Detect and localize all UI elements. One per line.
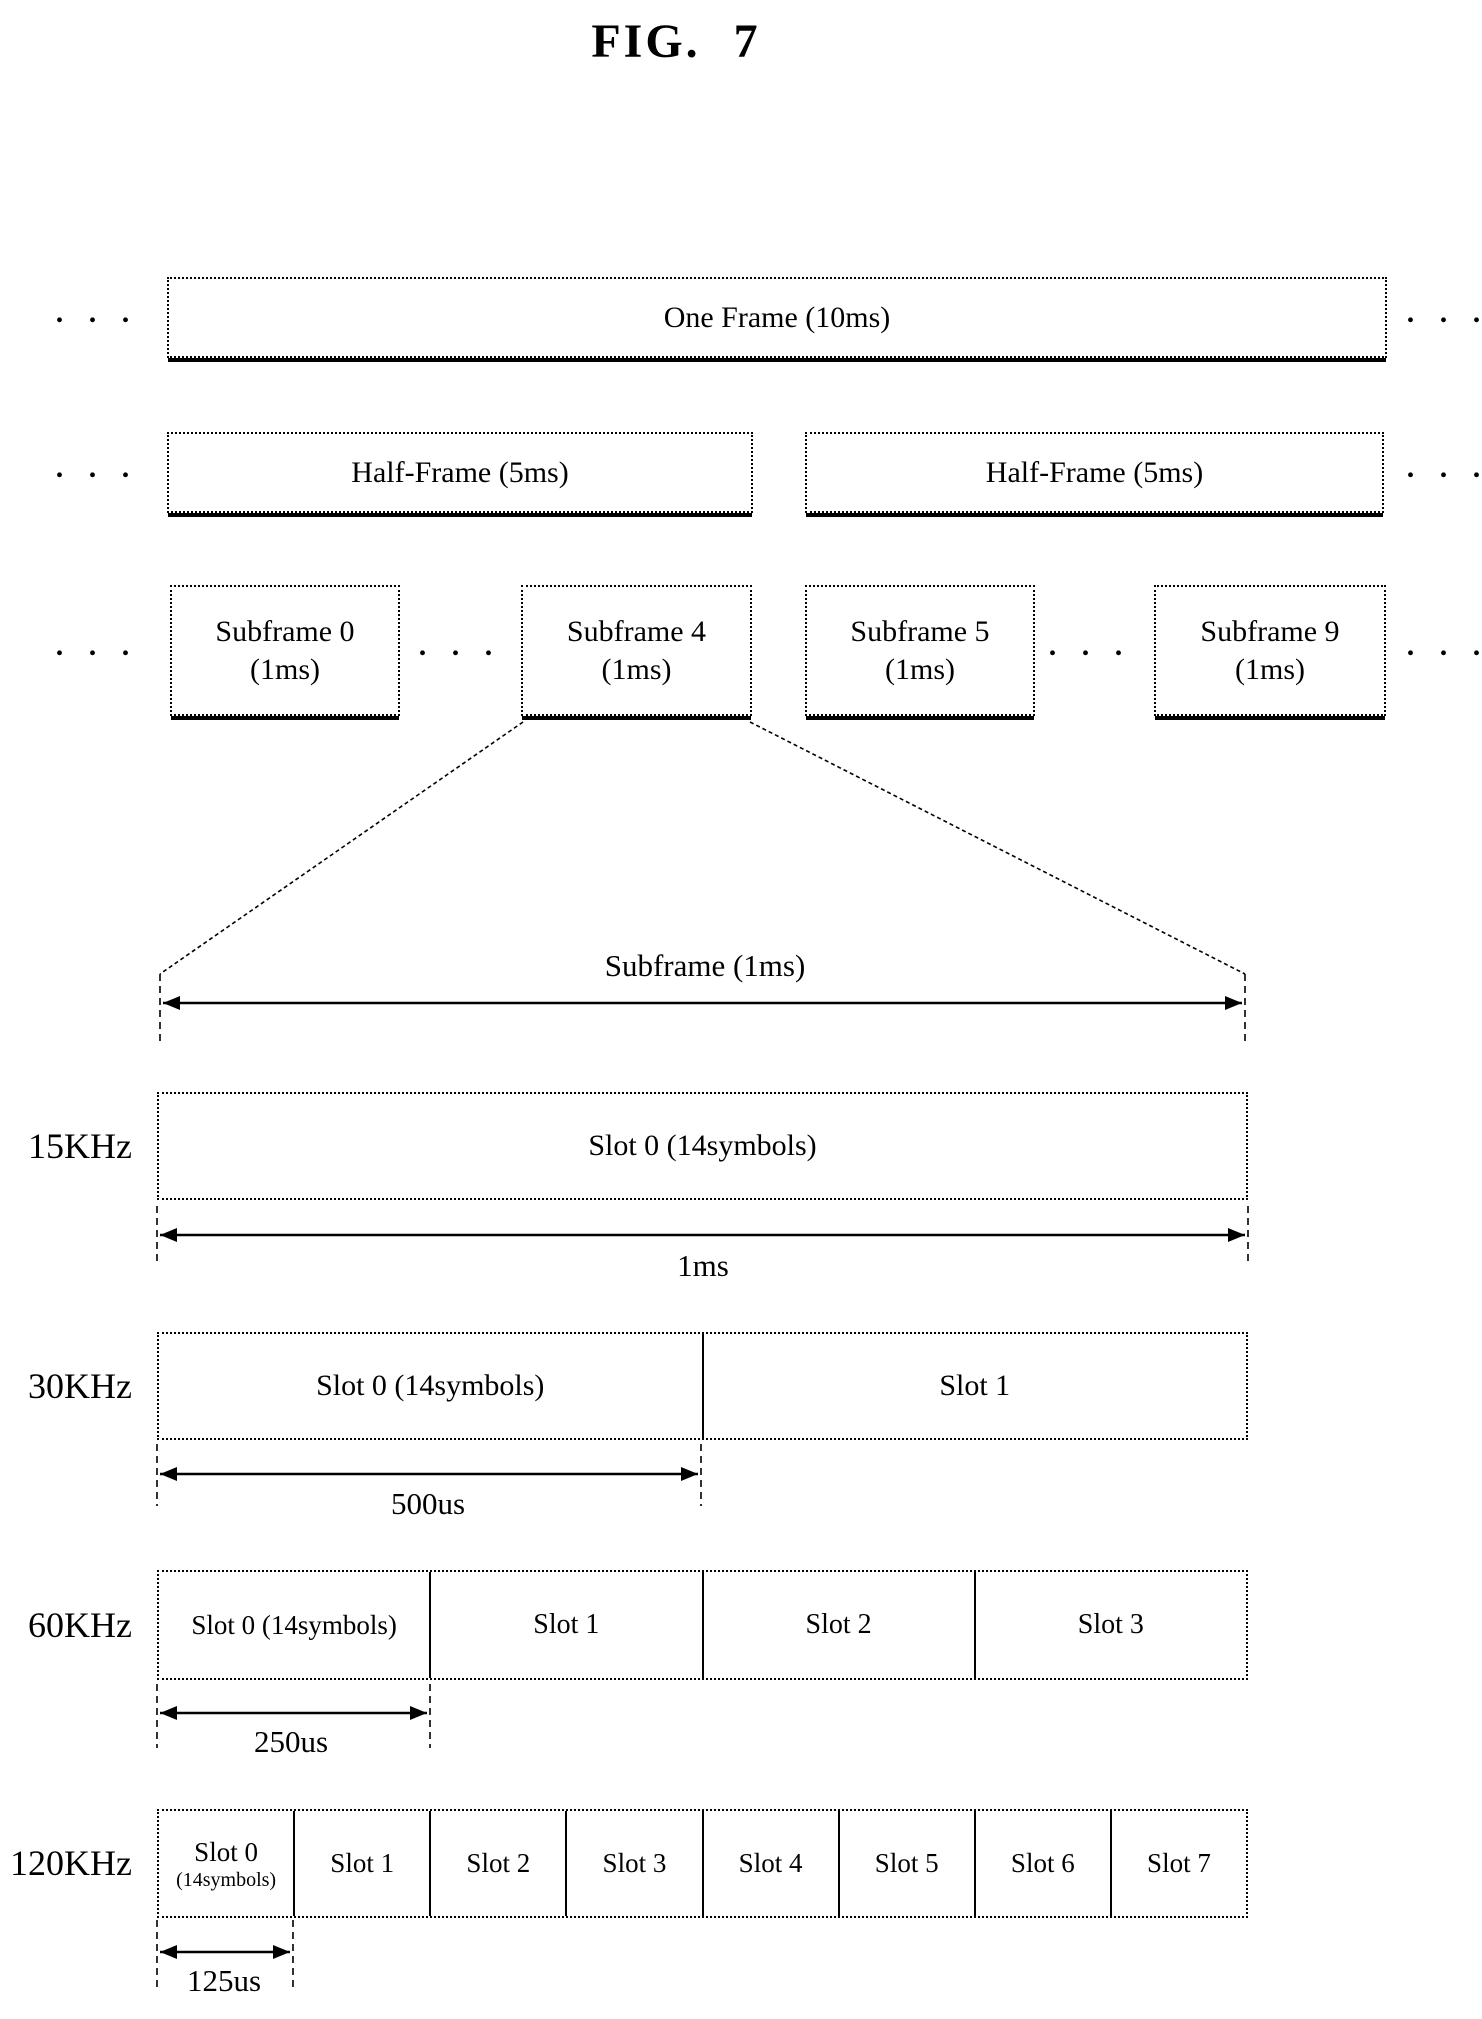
khz60-slot0-cell: Slot 0 (14symbols) [159, 1572, 429, 1678]
half-frame-0-label: Half-Frame (5ms) [351, 455, 569, 489]
duration-250us-label: 250us [253, 1724, 329, 1759]
subframe-0-name: Subframe 0 [215, 615, 355, 648]
khz120-slot2-label: Slot 2 [466, 1848, 531, 1879]
ellipsis-halfframe-left: . . . [55, 451, 139, 484]
subframe-5-box: Subframe 5 (1ms) [805, 585, 1035, 716]
khz120-slot1-cell: Slot 1 [293, 1811, 429, 1916]
khz30-slot1-cell: Slot 1 [701, 1334, 1247, 1438]
ellipsis-frame-left: . . . [55, 296, 139, 329]
khz120-slot6-label: Slot 6 [1010, 1848, 1075, 1879]
half-frame-0-box: Half-Frame (5ms) [167, 432, 753, 513]
khz120-slot5-label: Slot 5 [874, 1848, 939, 1879]
khz30-slot1-label: Slot 1 [939, 1369, 1011, 1402]
khz60-slot0-label: Slot 0 (14symbols) [191, 1609, 397, 1640]
khz60-slot2-label: Slot 2 [805, 1609, 872, 1641]
khz120-slot0-sublabel: (14symbols) [176, 1868, 277, 1891]
khz60-slot3-cell: Slot 3 [973, 1572, 1246, 1678]
one-frame-label: One Frame (10ms) [663, 300, 891, 334]
scs-30khz-label: 30KHz [28, 1366, 132, 1406]
khz120-slot3-cell: Slot 3 [565, 1811, 701, 1916]
figure-title: FIG. 7 [591, 15, 761, 68]
khz120-slot7-cell: Slot 7 [1109, 1811, 1246, 1916]
khz120-slot2-cell: Slot 2 [429, 1811, 565, 1916]
khz60-slot1-cell: Slot 1 [429, 1572, 701, 1678]
subframe-9-duration: (1ms) [1235, 652, 1305, 686]
khz15-slot0-cell: Slot 0 (14symbols) [159, 1094, 1246, 1198]
khz15-slot-row: Slot 0 (14symbols) [157, 1092, 1248, 1200]
khz120-slot3-label: Slot 3 [602, 1848, 667, 1879]
subframe-9-box: Subframe 9 (1ms) [1154, 585, 1386, 716]
khz120-slot1-label: Slot 1 [330, 1848, 395, 1879]
ellipsis-frame-right: . . . [1406, 296, 1482, 329]
khz120-slot6-cell: Slot 6 [973, 1811, 1110, 1916]
expansion-line-left [159, 721, 524, 975]
khz60-slot3-label: Slot 3 [1077, 1609, 1144, 1641]
ellipsis-halfframe-right: . . . [1406, 451, 1482, 484]
khz120-slot7-label: Slot 7 [1147, 1848, 1211, 1879]
scs-120khz-label: 120KHz [10, 1843, 132, 1883]
subframe-5-duration: (1ms) [885, 652, 955, 686]
ellipsis-subframe-mid-2: . . . [1048, 629, 1132, 662]
subframe-0-box: Subframe 0 (1ms) [170, 585, 400, 716]
half-frame-1-box: Half-Frame (5ms) [805, 432, 1384, 513]
khz120-slot5-cell: Slot 5 [837, 1811, 974, 1916]
khz120-slot0-cell: Slot 0 (14symbols) [159, 1811, 293, 1916]
duration-125us-label: 125us [186, 1963, 262, 1998]
subframe-4-name: Subframe 4 [566, 615, 707, 648]
khz60-slot2-cell: Slot 2 [701, 1572, 974, 1678]
expansion-line-right [749, 721, 1246, 975]
khz30-slot-row: Slot 0 (14symbols) Slot 1 [157, 1332, 1248, 1440]
khz30-slot0-label: Slot 0 (14symbols) [316, 1369, 545, 1402]
ellipsis-subframe-left: . . . [55, 629, 139, 662]
subframe-4-duration: (1ms) [601, 652, 672, 686]
ellipsis-subframe-mid-1: . . . [418, 629, 502, 662]
subframe-4-box: Subframe 4 (1ms) [521, 585, 752, 716]
subframe-0-duration: (1ms) [250, 652, 320, 686]
khz15-slot0-label: Slot 0 (14symbols) [588, 1129, 817, 1162]
khz60-slot-row: Slot 0 (14symbols) Slot 1 Slot 2 Slot 3 [157, 1570, 1248, 1680]
ellipsis-subframe-right: . . . [1406, 629, 1482, 662]
duration-500us-label: 500us [390, 1486, 466, 1521]
duration-1ms-label: 1ms [677, 1248, 729, 1283]
scs-60khz-label: 60KHz [28, 1605, 132, 1645]
subframe-9-name: Subframe 9 [1200, 615, 1340, 648]
one-frame-box: One Frame (10ms) [167, 277, 1387, 358]
khz120-slot4-cell: Slot 4 [701, 1811, 838, 1916]
khz120-slot-row: Slot 0 (14symbols) Slot 1 Slot 2 Slot 3 … [157, 1809, 1248, 1918]
scs-15khz-label: 15KHz [28, 1126, 132, 1166]
expansion-subframe-label: Subframe (1ms) [604, 948, 806, 983]
khz120-slot4-label: Slot 4 [738, 1848, 803, 1879]
khz30-slot0-cell: Slot 0 (14symbols) [159, 1334, 702, 1438]
khz60-slot1-label: Slot 1 [533, 1609, 600, 1641]
subframe-5-name: Subframe 5 [850, 615, 990, 648]
half-frame-1-label: Half-Frame (5ms) [985, 455, 1204, 489]
khz120-slot0-label: Slot 0 [194, 1837, 258, 1868]
